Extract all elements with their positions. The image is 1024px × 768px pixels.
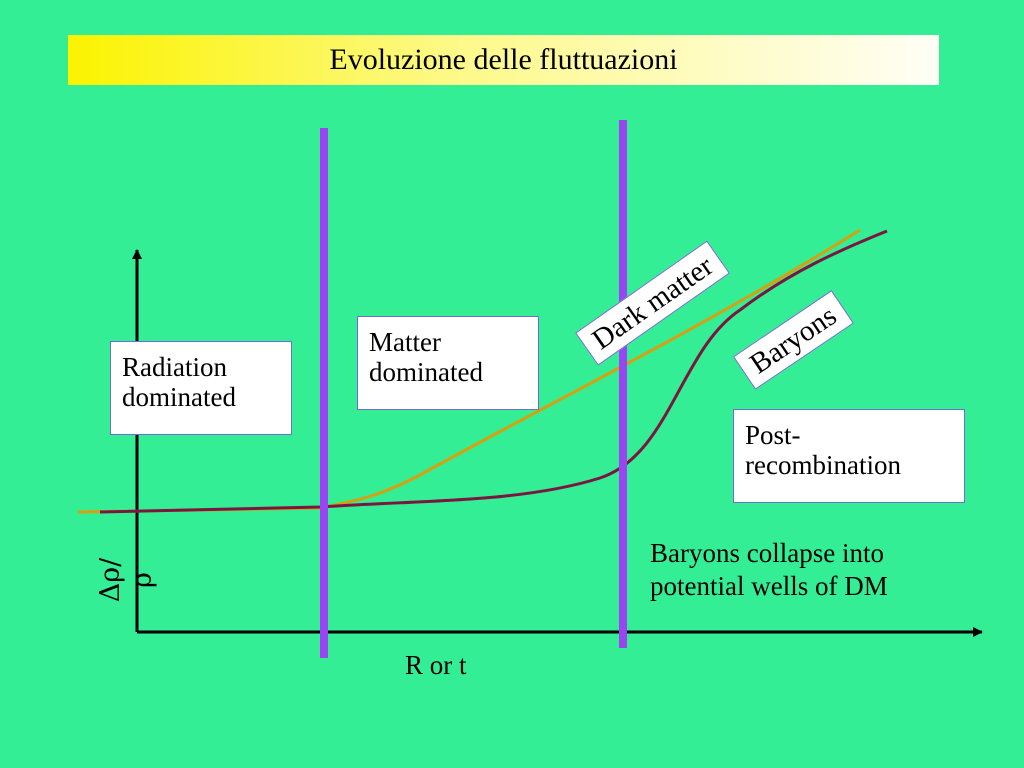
collapse-note: Baryons collapse into potential wells of…	[650, 538, 888, 601]
baryons-curve	[99, 229, 888, 514]
matter-dominated-label: Matter dominated	[357, 316, 539, 410]
y-axis-label: Δρ/ρ	[95, 557, 158, 603]
title-bar: Evoluzione delle fluttuazioni	[68, 35, 939, 85]
post-recombination-label: Post- recombination	[733, 409, 965, 503]
slide-title: Evoluzione delle fluttuazioni	[329, 43, 678, 76]
radiation-dominated-label: Radiation dominated	[110, 341, 292, 435]
dark-matter-curve	[77, 228, 861, 514]
x-axis-label: R or t	[405, 650, 467, 680]
